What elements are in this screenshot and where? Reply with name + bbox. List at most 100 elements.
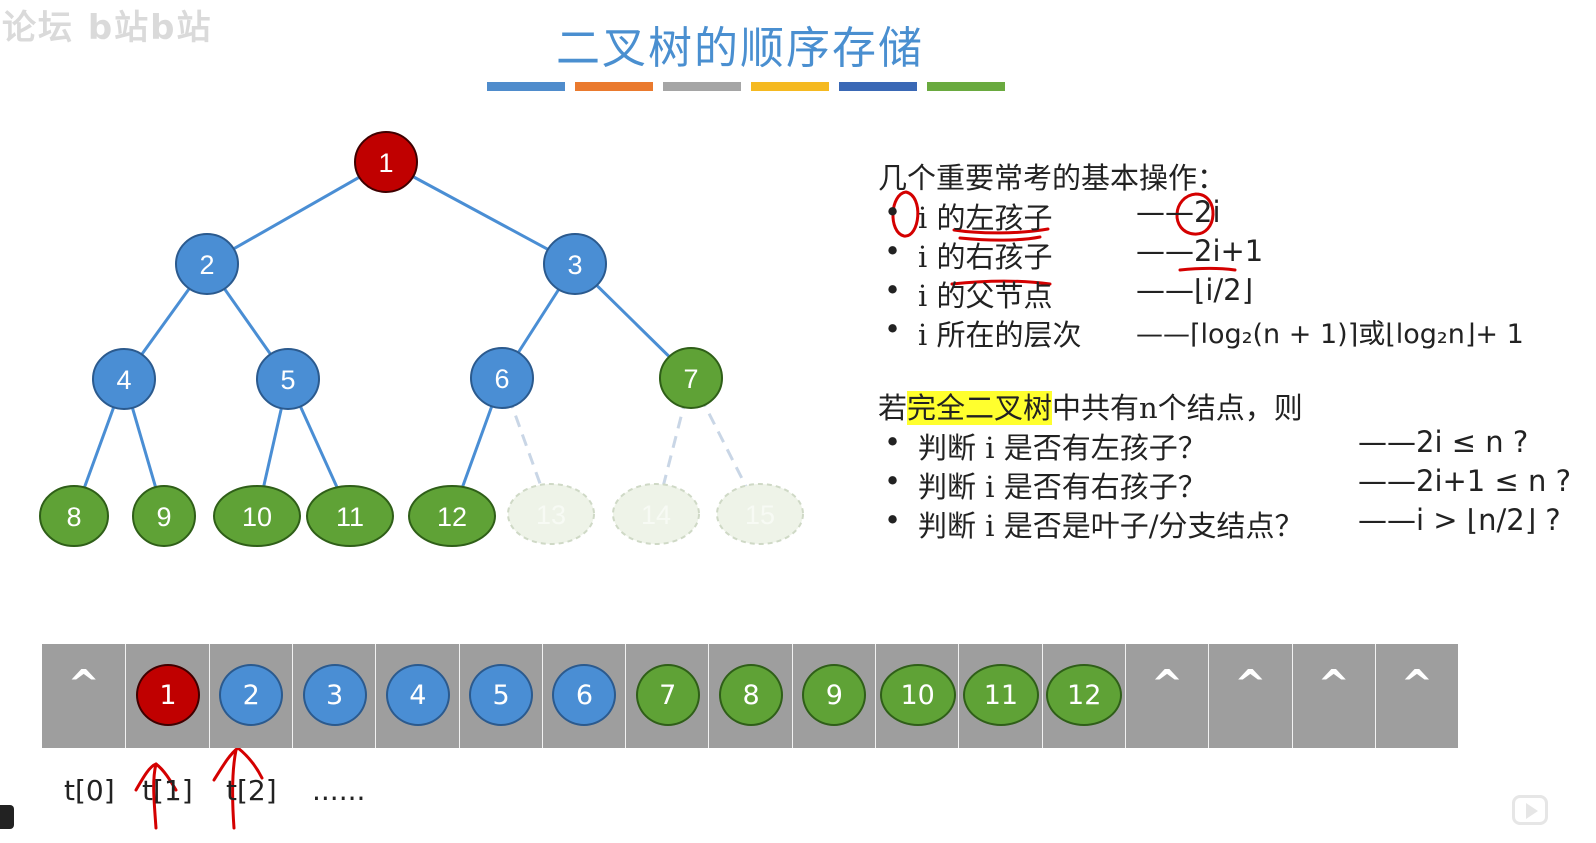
question-label: 判断 i 是否是叶子/分支结点？ bbox=[918, 509, 1304, 543]
color-bar bbox=[663, 82, 741, 91]
tree-edge bbox=[206, 160, 387, 266]
ghost-tree-node: 13 bbox=[507, 483, 595, 545]
annotation-arrow bbox=[134, 762, 178, 792]
complete-tree-statement: 若完全二叉树中共有n个结点，则 bbox=[878, 385, 1303, 427]
array-cell: 12 bbox=[1041, 644, 1125, 748]
tree-node: 5 bbox=[256, 348, 320, 410]
annotation-circle bbox=[891, 190, 920, 238]
node-circle bbox=[256, 348, 320, 410]
tree-node: 8 bbox=[39, 485, 109, 547]
node-circle bbox=[213, 485, 301, 547]
op-value: ——⌊i/2⌋ bbox=[1136, 273, 1253, 307]
op-value: ——2i bbox=[1136, 195, 1221, 229]
color-bar bbox=[751, 82, 829, 91]
array-node: 5 bbox=[469, 664, 534, 726]
array-cell: 2 bbox=[208, 644, 292, 748]
array-cell: 1 bbox=[125, 644, 208, 748]
tree-node: 11 bbox=[306, 485, 394, 547]
color-bar bbox=[839, 82, 917, 91]
empty-marker: ^ bbox=[67, 662, 100, 706]
annotation-underline bbox=[958, 235, 1042, 242]
op-value: ——2i+1 bbox=[1136, 234, 1264, 268]
index-ellipsis: ...... bbox=[312, 774, 366, 807]
watermark-logo: 论坛 b站b站 bbox=[2, 8, 213, 48]
node-label: 14 bbox=[641, 500, 671, 530]
node-circle bbox=[306, 485, 394, 547]
question-label: 判断 i 是否有左孩子？ bbox=[918, 431, 1207, 465]
array-cell: 5 bbox=[458, 644, 542, 748]
statement-prefix: 若 bbox=[878, 391, 908, 425]
tree-node: 7 bbox=[659, 347, 723, 409]
op-label: i 的右孩子 bbox=[918, 240, 1053, 274]
node-label: 10 bbox=[242, 502, 272, 532]
array-node: 7 bbox=[635, 664, 700, 726]
node-circle bbox=[92, 348, 156, 410]
bullet: • bbox=[884, 273, 902, 307]
ops-heading: 几个重要常考的基本操作： bbox=[878, 161, 1227, 195]
empty-marker: ^ bbox=[1401, 662, 1433, 706]
play-icon[interactable] bbox=[1512, 795, 1548, 825]
node-circle bbox=[543, 233, 607, 295]
node-label: 6 bbox=[494, 364, 509, 394]
bullet: • bbox=[884, 464, 902, 498]
bullet: • bbox=[884, 312, 902, 346]
annotation-underline bbox=[952, 227, 1050, 235]
index-label: t[2] bbox=[226, 774, 277, 807]
highlighted-term: 完全二叉树 bbox=[907, 391, 1053, 425]
tree-node: 4 bbox=[92, 348, 156, 410]
node-circle bbox=[612, 483, 700, 545]
array-cell: 7 bbox=[625, 644, 708, 748]
array-cell: ^ bbox=[1124, 644, 1208, 748]
op-label: i 所在的层次 bbox=[918, 318, 1082, 352]
array-node: 4 bbox=[385, 664, 450, 726]
question-value: ——2i ≤ n ? bbox=[1358, 425, 1529, 459]
color-bar bbox=[487, 82, 565, 91]
node-label: 4 bbox=[116, 365, 131, 395]
page-title: 二叉树的顺序存储 bbox=[556, 23, 924, 74]
node-label: 8 bbox=[66, 502, 81, 532]
array-cell: 8 bbox=[708, 644, 791, 748]
node-circle bbox=[659, 347, 723, 409]
annotation-underline bbox=[1178, 267, 1237, 272]
node-label: 2 bbox=[199, 250, 214, 280]
node-label: 13 bbox=[536, 500, 566, 530]
bullet: • bbox=[884, 234, 902, 268]
tree-node: 9 bbox=[132, 485, 196, 547]
annotation-arrow bbox=[231, 748, 238, 830]
array-node: 10 bbox=[879, 664, 956, 726]
node-circle bbox=[507, 483, 595, 545]
tree-node: 10 bbox=[213, 485, 301, 547]
array-node: 12 bbox=[1046, 664, 1123, 726]
node-circle bbox=[175, 233, 239, 295]
node-circle bbox=[716, 483, 804, 545]
node-label: 3 bbox=[567, 250, 582, 280]
empty-marker: ^ bbox=[1234, 662, 1267, 706]
node-label: 9 bbox=[156, 502, 171, 532]
array-cell: ^ bbox=[1291, 644, 1375, 748]
node-label: 7 bbox=[683, 364, 698, 394]
ghost-tree-node: 14 bbox=[612, 483, 700, 545]
annotation-circle bbox=[1175, 192, 1215, 236]
op-label: i 的父节点 bbox=[918, 279, 1053, 313]
array-node: 11 bbox=[962, 664, 1039, 726]
op-value: ——⌈log₂(n + 1)⌉或⌊log₂n⌋+ 1 bbox=[1136, 319, 1524, 350]
question-value: ——2i+1 ≤ n ? bbox=[1358, 464, 1571, 498]
question-label: 判断 i 是否有右孩子？ bbox=[918, 470, 1207, 504]
array-cell: 10 bbox=[875, 644, 958, 748]
tree-node: 3 bbox=[543, 233, 607, 295]
index-label: t[1] bbox=[142, 774, 193, 807]
question-value: ——i > ⌊n/2⌋ ? bbox=[1358, 503, 1561, 537]
node-label: 11 bbox=[336, 502, 364, 532]
index-label: t[0] bbox=[64, 774, 115, 807]
array-cell: 11 bbox=[958, 644, 1041, 748]
color-bar bbox=[575, 82, 653, 91]
tree-edge bbox=[385, 160, 576, 266]
array-cell: 3 bbox=[291, 644, 375, 748]
side-tab[interactable] bbox=[0, 805, 14, 829]
node-circle bbox=[354, 131, 418, 193]
array-cell: ^ bbox=[1208, 644, 1291, 748]
node-circle bbox=[470, 347, 534, 409]
node-label: 1 bbox=[378, 148, 393, 178]
array-cell: 6 bbox=[541, 644, 625, 748]
